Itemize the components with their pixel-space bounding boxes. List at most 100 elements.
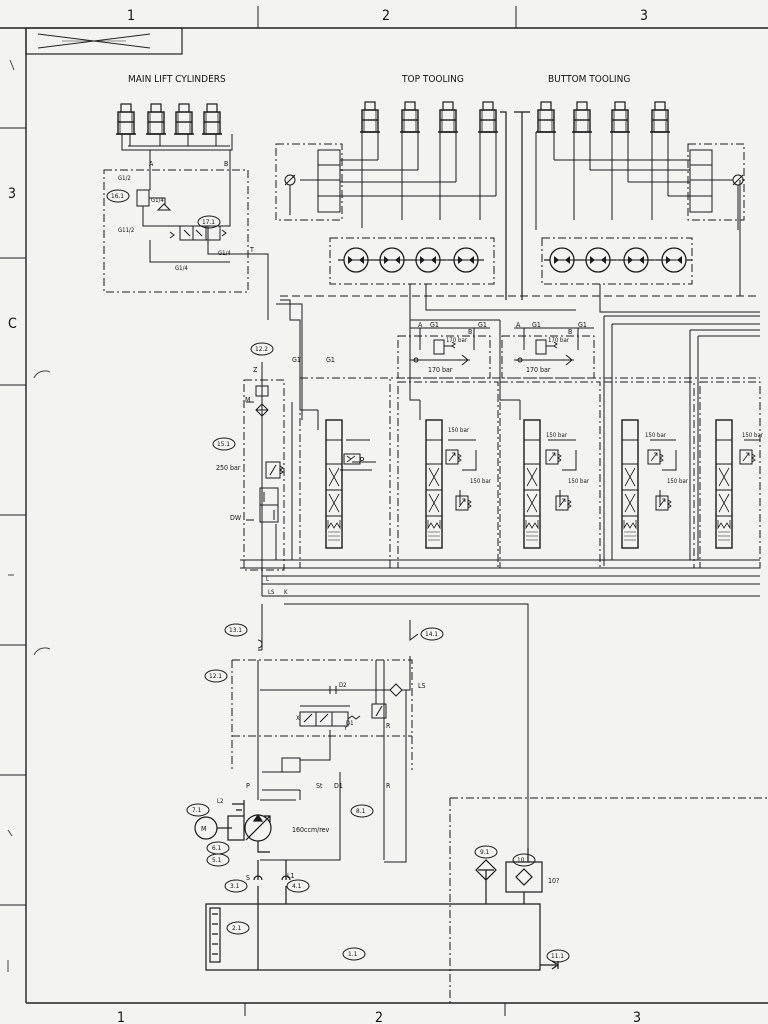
port-g1-right-a: G1 xyxy=(532,321,541,329)
tag-16-1: 16.1 xyxy=(111,192,124,200)
tag-bubble-17-1 xyxy=(197,215,221,229)
port-z: Z xyxy=(253,366,258,374)
tag-10-q: 10? xyxy=(548,877,559,885)
port-b-right: B xyxy=(568,328,572,336)
tag-7-1: 7.1 xyxy=(192,806,202,814)
port-g1-right-b: G1 xyxy=(578,321,587,329)
port-l2: L2 xyxy=(217,798,223,805)
port-l1: L1 xyxy=(287,872,295,880)
valve-block-left: A G1 B G1 170 bar 170 bar xyxy=(397,321,491,379)
port-m: M xyxy=(245,396,250,404)
pressure-150-e: 150 bar xyxy=(645,432,667,439)
pump-motor: M L2 160ccm/rev 7.1 6.1 5.1 8.1 xyxy=(186,798,374,867)
port-d1-small: D1 xyxy=(346,720,354,727)
port-ls-bottom: LS xyxy=(418,682,426,690)
sheet-border xyxy=(0,6,768,1016)
tag-10-1: 10.1 xyxy=(517,856,530,864)
port-a-main: A xyxy=(149,160,154,168)
tag-bubble-14-1 xyxy=(420,627,444,641)
tag-6-1: 6.1 xyxy=(212,844,222,852)
port-t: T xyxy=(249,246,254,254)
tag-bubble-15-1 xyxy=(212,437,236,451)
pressure-150-g: 150 bar xyxy=(742,432,764,439)
port-a-left: A xyxy=(418,321,423,329)
pressure-170-d: 170 bar xyxy=(526,366,551,374)
tag-2-1: 2.1 xyxy=(232,924,242,932)
tag-bubble-10-1 xyxy=(512,853,536,867)
pressure-150-c: 150 bar xyxy=(546,432,568,439)
tag-11-1: 11.1 xyxy=(551,952,564,960)
pressure-150-a: 150 bar xyxy=(448,427,470,434)
tag-9-1: 9.1 xyxy=(480,848,490,856)
port-g14-a: G1/4 xyxy=(151,197,164,204)
port-g12: G1/2 xyxy=(118,175,131,182)
pressure-170-a: 170 bar xyxy=(446,337,468,344)
port-b-left: B xyxy=(468,328,472,336)
motor-label: M xyxy=(201,825,206,833)
pump-displacement: 160ccm/rev xyxy=(292,826,330,834)
tag-bubble-2-1 xyxy=(226,921,250,935)
tag-bubble-13-1 xyxy=(224,623,248,637)
port-ls-top: LS xyxy=(268,589,275,596)
pump-control-block: 12.1 D2 X Y D1 LS R P St D1 R xyxy=(204,660,426,863)
tag-bubble-12-1 xyxy=(204,669,228,683)
port-x: X xyxy=(296,715,300,722)
port-l: L xyxy=(266,576,269,583)
pressure-170-c: 170 bar xyxy=(548,337,570,344)
port-g112: G11/2 xyxy=(118,227,134,234)
col-label-2: 2 xyxy=(382,8,390,24)
main-lift-cylinders: A B G1/2 G1/4 G11/2 G1/4 G1/4 T 16.1 17.… xyxy=(103,103,269,320)
tag-bubble-9-1 xyxy=(474,845,498,859)
port-g1-stack-b: G1 xyxy=(326,356,335,364)
pressure-150-b: 150 bar xyxy=(470,478,492,485)
tag-bubble-11-1 xyxy=(546,949,570,963)
port-a-right: A xyxy=(516,321,521,329)
col-label-3: 3 xyxy=(640,8,648,24)
tank: S L1 3.1 4.1 2.1 1.1 9.1 10.1 10? 11.1 xyxy=(205,845,570,971)
tag-12-2: 12.2 xyxy=(255,345,268,353)
col-label-bottom-3: 3 xyxy=(633,1010,641,1024)
valve-stack: G1 G1 150 bar 150 bar 150 bar 150 bar 15… xyxy=(276,299,764,569)
bottom-tooling-title: BUTTOM TOOLING xyxy=(548,74,630,85)
col-label-bottom-1: 1 xyxy=(117,1010,125,1024)
port-g1-left-b: G1 xyxy=(478,321,487,329)
port-g1-stack-a: G1 xyxy=(292,356,301,364)
tag-3-1: 3.1 xyxy=(230,882,240,890)
port-g1-left-a: G1 xyxy=(430,321,439,329)
top-tooling-title: TOP TOOLING xyxy=(401,74,464,85)
port-r: R xyxy=(386,782,391,790)
tag-bubble-7-1 xyxy=(186,803,210,817)
mid-connections xyxy=(231,603,768,1003)
margin-marks xyxy=(7,59,51,972)
port-k: K xyxy=(284,589,288,596)
tag-5-1: 5.1 xyxy=(212,856,222,864)
tag-bubble-8-1 xyxy=(350,804,374,818)
port-st: St xyxy=(316,782,323,790)
tag-13-1: 13.1 xyxy=(229,626,242,634)
tag-bubble-16-1 xyxy=(106,189,130,203)
tag-12-1: 12.1 xyxy=(209,672,222,680)
tag-1-1: 1.1 xyxy=(348,950,358,958)
tag-bubble-12-2 xyxy=(250,342,274,356)
port-p: P xyxy=(246,782,250,790)
top-tooling xyxy=(275,101,760,321)
tag-4-1: 4.1 xyxy=(292,882,302,890)
port-r-valve: R xyxy=(386,722,391,730)
pressure-150-d: 150 bar xyxy=(568,478,590,485)
tag-bubble-1-1 xyxy=(342,947,366,961)
tag-15-1: 15.1 xyxy=(217,440,230,448)
pressure-170-b: 170 bar xyxy=(428,366,453,374)
pressure-filter-column: 12.2 Z M 15.1 250 bar DW L LS K xyxy=(212,342,760,597)
tag-14-1: 14.1 xyxy=(425,630,438,638)
port-s: S xyxy=(246,874,250,882)
valve-block-right: A G1 B G1 170 bar 170 bar xyxy=(501,321,595,379)
tag-bubble-5-1 xyxy=(206,853,230,867)
pressure-150-f: 150 bar xyxy=(667,478,689,485)
tag-17-1: 17.1 xyxy=(202,218,215,226)
main-lift-title: MAIN LIFT CYLINDERS xyxy=(128,74,226,85)
port-g14-b: G1/4 xyxy=(175,265,188,272)
col-label-1: 1 xyxy=(127,8,135,24)
pressure-250: 250 bar xyxy=(216,464,241,472)
bottom-tooling xyxy=(514,101,760,313)
port-dw: DW xyxy=(230,514,242,522)
